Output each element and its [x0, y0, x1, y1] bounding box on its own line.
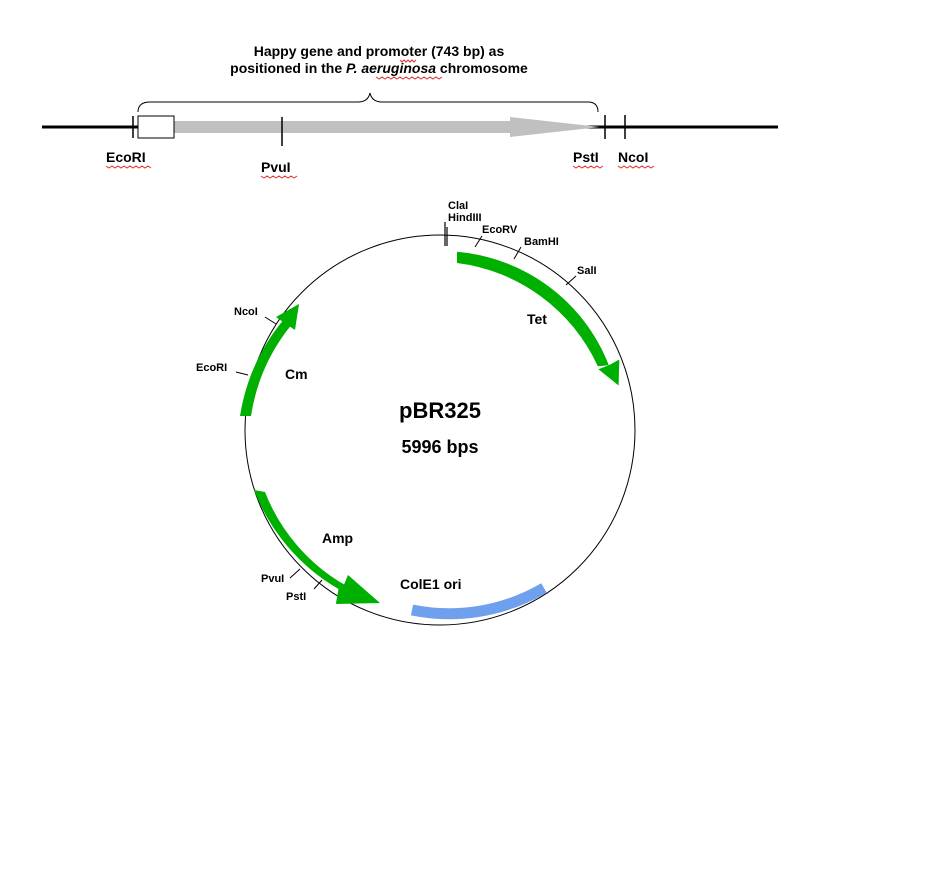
psti-plasmid-tick	[313, 579, 323, 590]
plasmid-site-pvui: PvuI	[261, 573, 284, 585]
gene-label-tet: Tet	[527, 311, 547, 327]
plasmid-site-ecorv: EcoRV	[482, 224, 518, 236]
spellcheck-underline	[399, 59, 417, 63]
plasmid-site-ecori: EcoRI	[196, 362, 227, 374]
plasmid-site-psti: PstI	[286, 591, 306, 603]
gene-region-brace	[137, 92, 599, 113]
chromosome-map: Happy gene and promoter (743 bp) as posi…	[42, 43, 778, 179]
plasmid-site-bamhi: BamHI	[524, 236, 559, 248]
ncoi-plasmid-tick	[264, 316, 277, 325]
plasmid-map: ClaI HindIII EcoRV BamHI SalI NcoI EcoRI…	[196, 200, 636, 626]
ecorv-tick	[474, 235, 483, 248]
pvui-plasmid-tick	[289, 568, 301, 579]
spellcheck-underline	[260, 175, 298, 179]
promoter-box	[137, 115, 175, 139]
caption-line-2: positioned in the P. aeruginosa chromoso…	[230, 60, 528, 76]
happy-gene-body	[174, 121, 510, 133]
caption-line-1: Happy gene and promoter (743 bp) as	[254, 43, 505, 59]
bamhi-tick	[513, 246, 522, 260]
sali-tick	[565, 275, 577, 286]
plasmid-backbone	[244, 234, 636, 626]
plasmid-site-ncoi: NcoI	[234, 306, 258, 318]
plasmid-size: 5996 bps	[401, 437, 478, 457]
ecori-plasmid-tick	[235, 371, 249, 376]
plasmid-name: pBR325	[399, 398, 481, 423]
site-label-ncoi: NcoI	[618, 149, 648, 165]
caption-species: P. aeruginosa	[346, 60, 436, 76]
spellcheck-underline	[375, 76, 443, 80]
spellcheck-underline	[572, 165, 604, 169]
cm-gene-arrowhead	[276, 304, 299, 330]
tet-gene-arc	[457, 251, 620, 386]
site-label-psti: PstI	[573, 149, 599, 165]
spellcheck-underline	[617, 165, 655, 169]
cole1-ori-arc	[410, 583, 547, 620]
gene-label-amp: Amp	[322, 530, 353, 546]
amp-gene-arrowhead	[336, 575, 380, 604]
spellcheck-underline	[105, 165, 152, 169]
plasmid-site-clai: ClaI	[448, 200, 468, 212]
plasmid-site-sali: SalI	[577, 265, 597, 277]
gene-label-cm: Cm	[285, 366, 308, 382]
caption-bp: bp	[463, 43, 480, 59]
amp-gene-arc	[254, 490, 380, 603]
gene-label-cole1-ori: ColE1 ori	[400, 576, 461, 592]
cm-gene-arc	[240, 304, 299, 416]
site-label-pvui: PvuI	[261, 159, 291, 175]
plasmid-site-hindiii: HindIII	[448, 212, 482, 224]
happy-gene-arrowhead	[510, 117, 600, 137]
site-label-ecori: EcoRI	[106, 149, 146, 165]
